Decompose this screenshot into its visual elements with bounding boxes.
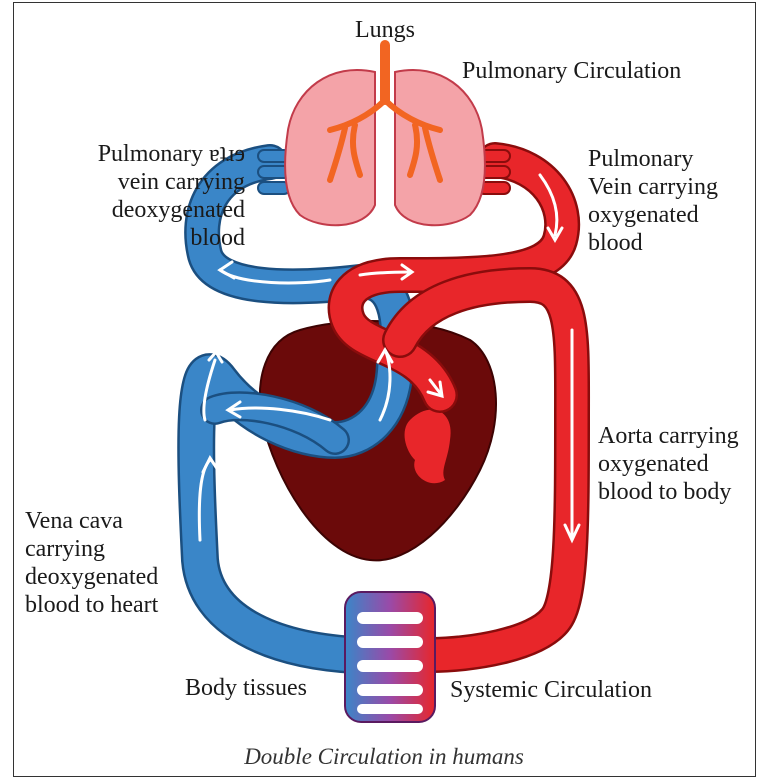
body-tissue-capillaries bbox=[345, 592, 435, 722]
figure-caption: Double Circulation in humans bbox=[0, 744, 768, 770]
vena-cava-label: Vena cava carrying deoxygenated blood to… bbox=[25, 507, 158, 619]
body-tissues-label: Body tissues bbox=[185, 674, 307, 702]
aorta-label: Aorta carrying oxygenated blood to body bbox=[598, 422, 739, 506]
lungs bbox=[285, 45, 485, 225]
pulmonary-vein-label: Pulmonary Vein carrying oxygenated blood bbox=[588, 145, 718, 257]
pulmonary-artery-label: Pulmonary ɐʇɹɘ vein carrying deoxygenate… bbox=[40, 140, 245, 252]
systemic-circulation-label: Systemic Circulation bbox=[450, 676, 652, 704]
lungs-label: Lungs bbox=[345, 16, 425, 44]
pulmonary-circulation-label: Pulmonary Circulation bbox=[462, 57, 681, 85]
